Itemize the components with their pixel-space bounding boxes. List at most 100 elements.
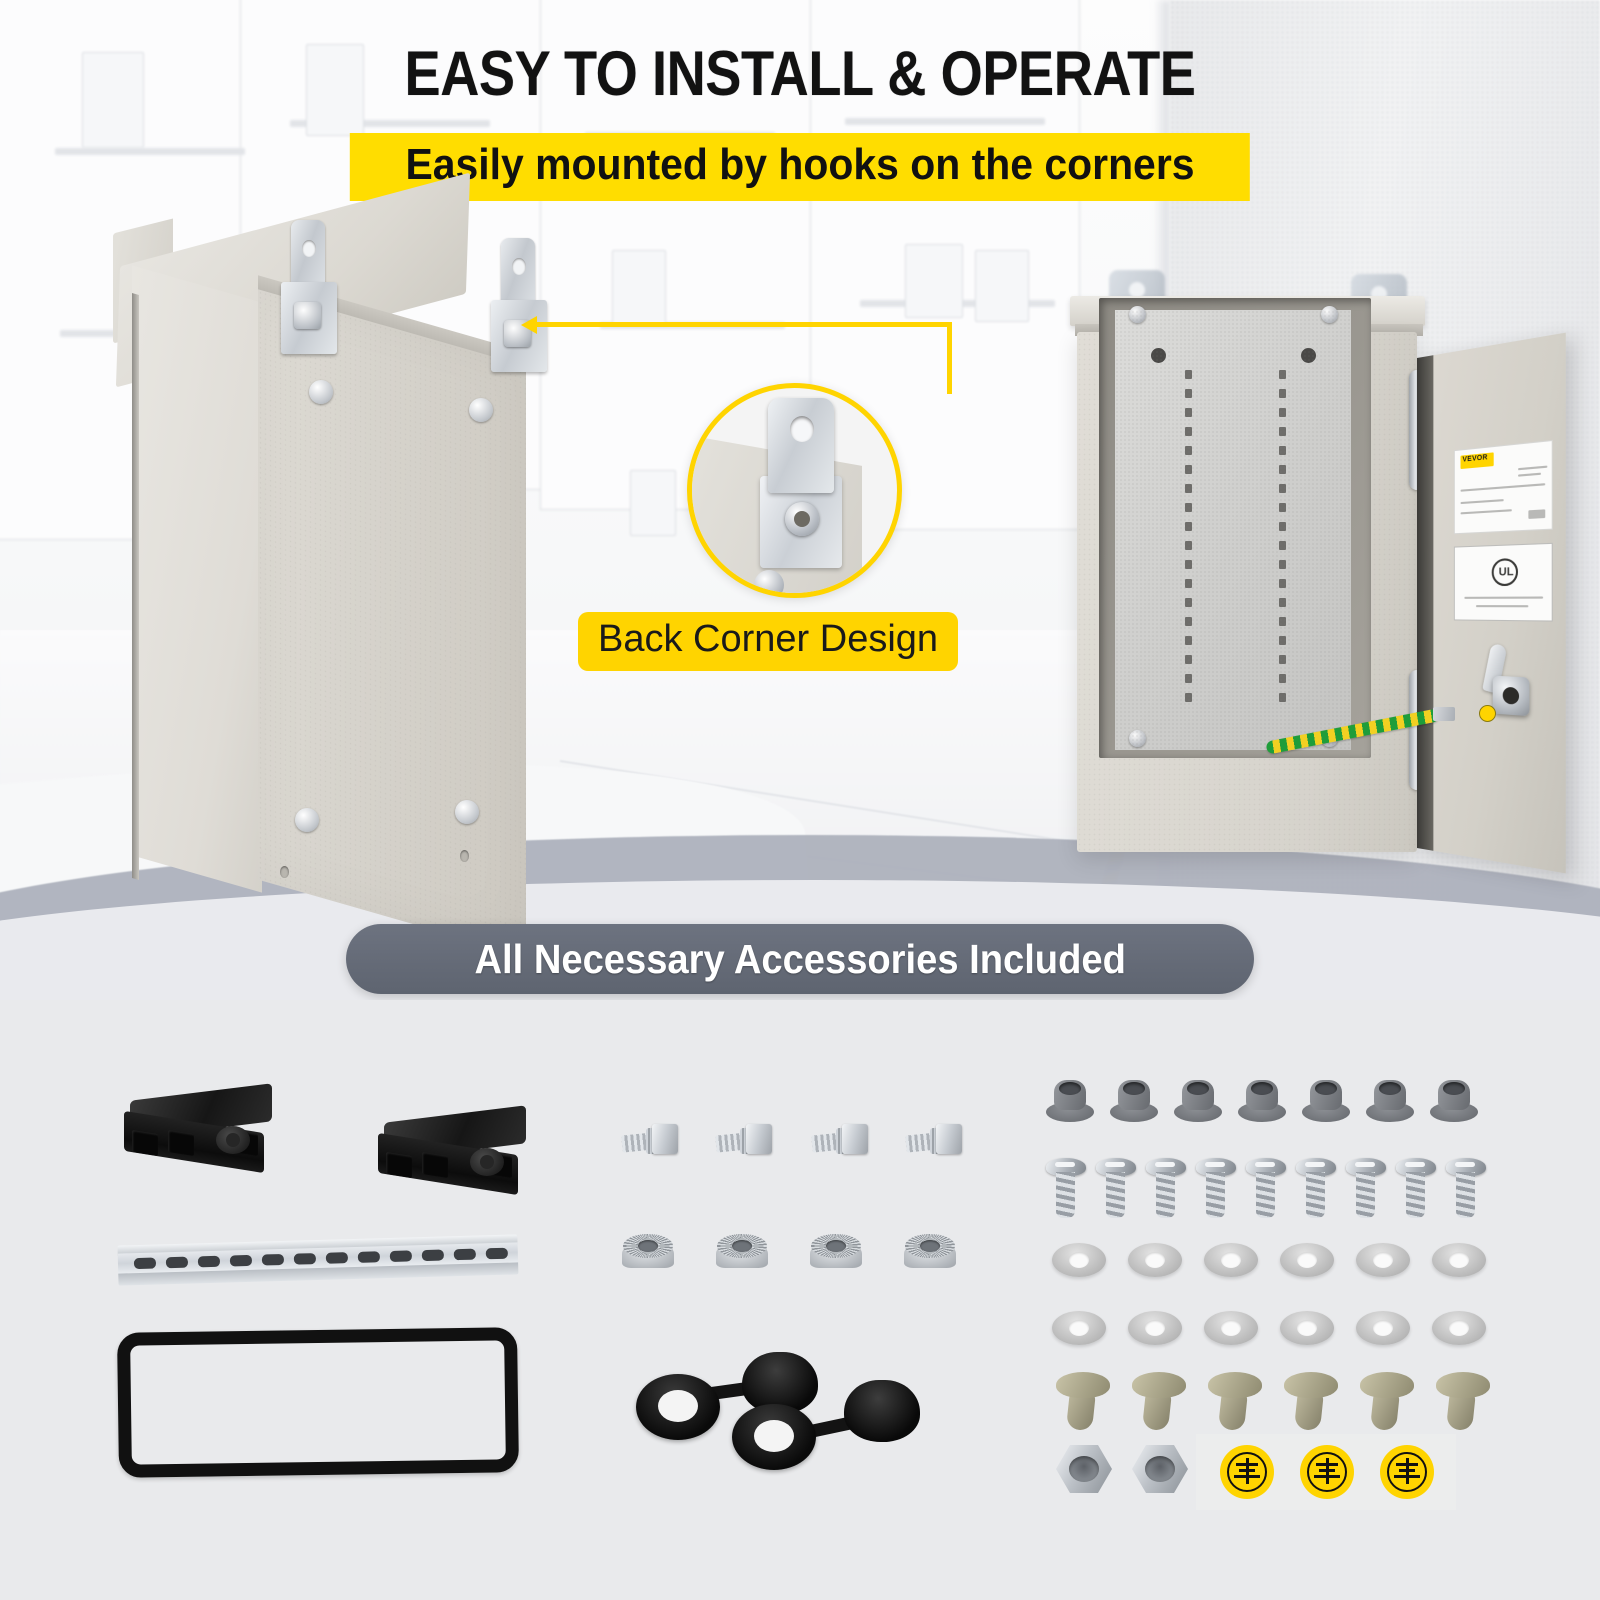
din-rail-slot [293,1253,317,1265]
din-rail-slot [485,1247,508,1260]
ground-lug [1433,707,1455,721]
bracket-slot [132,1129,158,1157]
nut-bore [826,1240,846,1252]
bolt-hex-head [652,1124,678,1154]
hex-flange-bolt [811,1118,874,1176]
flat-washer [1280,1311,1334,1345]
enclosure-interior-cavity [1099,298,1371,758]
subheadline-highlight: Easily mounted by hooks on the corners [349,133,1251,201]
flat-washer [1432,1311,1486,1345]
bg-rack-module [905,244,963,318]
label-text-line [1460,483,1546,492]
ul-certification-label [1453,542,1553,622]
gland-cap-lid [844,1380,920,1442]
hex-nut [1132,1444,1188,1494]
subheadline-text: Easily mounted by hooks on the corners [405,140,1195,189]
enclosure-rear-view [110,172,547,957]
flat-washer [1356,1311,1410,1345]
corner-mounting-bracket [488,238,548,398]
pan-head-screw [1196,1158,1236,1220]
magnifier-callout-circle [687,383,902,598]
label-text-line [1460,509,1512,515]
bg-rack-module [630,470,676,536]
bolt-hex-head [842,1124,868,1154]
pan-head-screw [1246,1158,1286,1220]
door-gasket-seal [117,1327,519,1478]
enclosure-side-panel [132,265,262,893]
magnified-lower-screw [754,570,784,593]
enclosure-back-panel [258,279,526,957]
bg-rack-module [306,44,364,136]
plastic-rivet [1360,1372,1414,1432]
plate-hole [1301,348,1316,363]
pan-head-screw [1296,1158,1336,1220]
ground-symbol-icon [1380,1445,1434,1499]
ground-symbol-icon [1300,1445,1354,1499]
product-spec-label [1453,439,1553,535]
flat-washer [1052,1311,1106,1345]
enclosure-drain-hole [280,866,289,878]
plate-hole [1151,348,1166,363]
hex-flange-bolt [715,1118,778,1176]
enclosure-drain-hole [460,850,469,862]
hex-flange-nut [622,1232,674,1272]
plastic-rivet [1132,1372,1186,1432]
plate-screw [1129,730,1146,747]
callout-arrow-icon [521,316,537,334]
flat-washer [1356,1243,1410,1277]
bracket-slot [386,1151,412,1179]
bg-rack-shelf [290,120,490,127]
enclosure-hinge-strip [132,292,139,881]
ground-symbol-icon [1220,1445,1274,1499]
flat-washer [1128,1243,1182,1277]
plastic-rivet [1056,1372,1110,1432]
din-rail-slot [453,1248,476,1261]
bracket-slot [168,1129,194,1157]
bg-rack-shelf [55,148,245,155]
flat-washer [1280,1243,1334,1277]
gland-cap-lid [742,1352,818,1414]
gland-ring [636,1374,720,1440]
hex-nut [1056,1444,1112,1494]
mounting-plate-slot-column [1279,370,1286,712]
corner-mounting-bracket [278,220,338,380]
ul-mark-icon [1491,558,1519,587]
door-gasket [1417,355,1434,851]
mounting-plate-slot-column [1185,370,1192,712]
pan-head-screw [1046,1158,1086,1220]
ground-symbol-sticker [1479,705,1496,722]
rubber-grommet [1110,1078,1158,1124]
din-rail-slot [325,1252,349,1264]
vevor-logo [1460,452,1494,470]
pan-head-screw [1146,1158,1186,1220]
mounting-bracket [118,1083,278,1180]
rubber-grommet [1174,1078,1222,1124]
label-text-line [1475,605,1529,608]
bracket-boss [470,1148,504,1176]
hex-flange-bolt [621,1118,684,1176]
rubber-grommet [1046,1078,1094,1124]
flat-washer [1432,1243,1486,1277]
plate-screw [1321,306,1338,323]
pan-head-screw [1396,1158,1436,1220]
label-text-line [1518,472,1542,477]
din-rail-slot [357,1251,381,1263]
enclosure-screw [469,398,493,422]
pan-head-screw [1446,1158,1486,1220]
back-corner-design-text: Back Corner Design [598,618,939,660]
din-rail-slot [197,1255,221,1268]
nut-bore [638,1240,658,1252]
flat-washer [1204,1311,1258,1345]
label-mark [1528,509,1546,519]
din-rail-slot [165,1256,189,1269]
bolt-hex-head [746,1124,772,1154]
din-rail-slot [261,1253,285,1266]
latch-knob[interactable] [1492,675,1530,717]
enclosure-screw [455,800,479,824]
enclosure-screw [295,808,319,832]
din-rail-slot [389,1250,413,1262]
magnified-bracket-bolt [785,502,819,536]
enclosure-door [1417,332,1566,874]
bracket-boss [216,1126,250,1154]
